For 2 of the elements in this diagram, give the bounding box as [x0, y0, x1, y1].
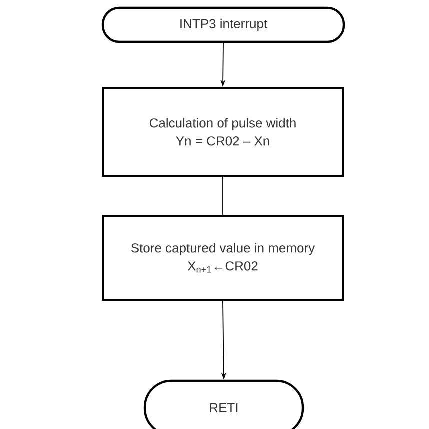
process-box: Calculation of pulse width Yn = CR02 – Xn — [102, 87, 344, 177]
process-box: Store captured value in memory X$_{n+1}$←CR02 — [102, 215, 344, 301]
